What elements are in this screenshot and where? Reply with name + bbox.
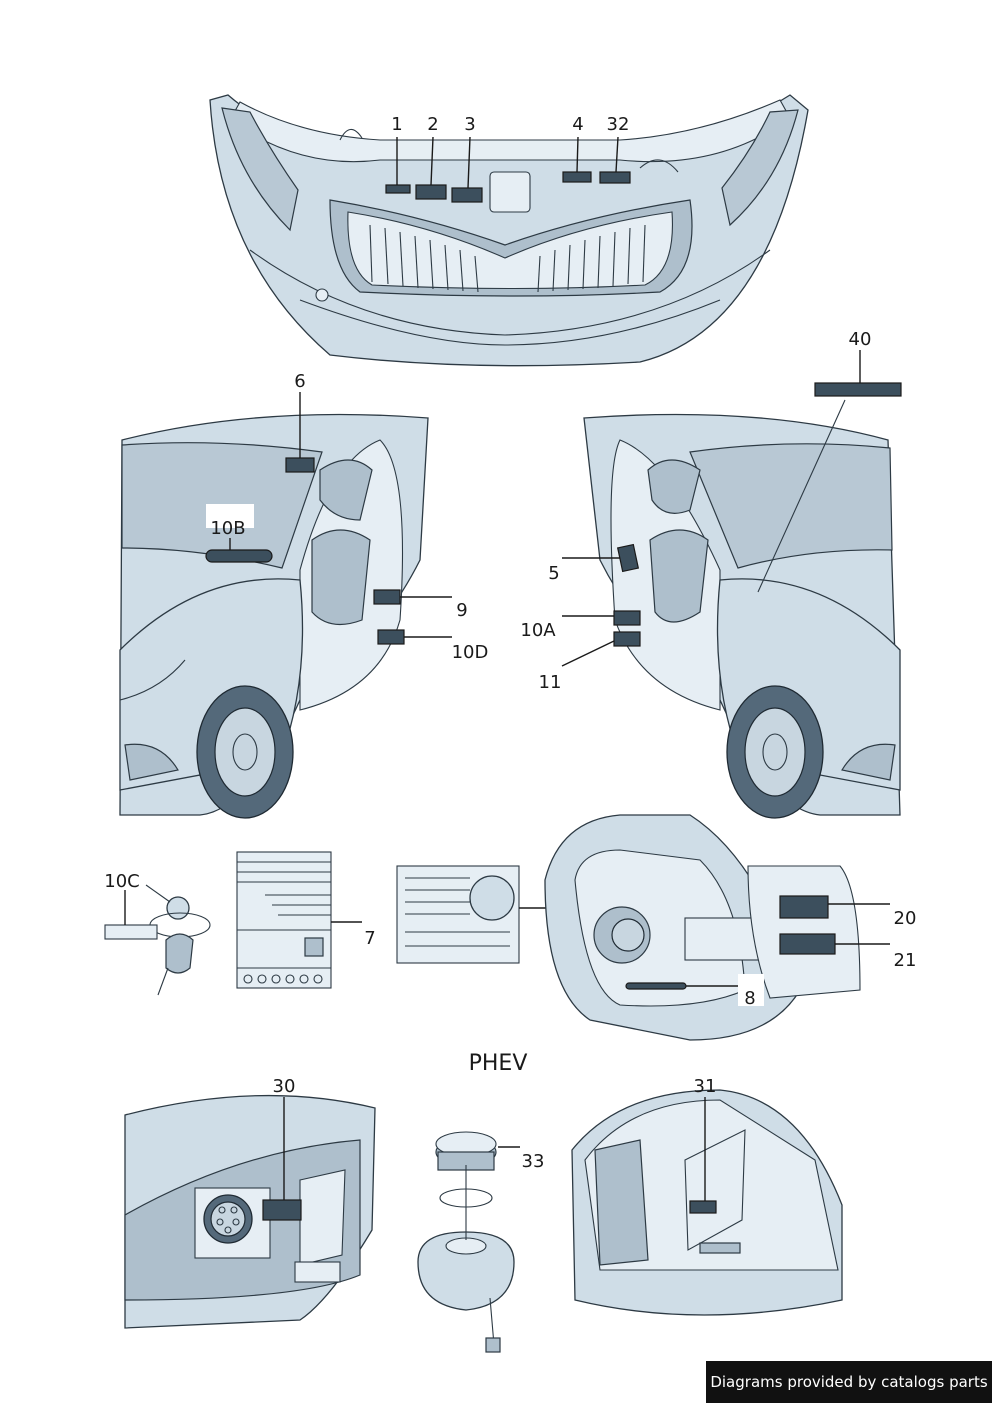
label-11 — [613, 631, 641, 647]
label-6 — [285, 457, 315, 473]
front-bumper-illustration — [209, 94, 809, 367]
callout-40: 40 — [849, 329, 872, 350]
callout-group-right-car: 40 5 10A 11 — [520, 329, 902, 693]
callout-4: 4 — [572, 114, 583, 135]
right-car-illustration — [583, 399, 901, 819]
callout-9: 9 — [456, 600, 467, 621]
callout-20: 20 — [894, 908, 917, 929]
callout-8: 8 — [744, 988, 755, 1009]
label-9 — [373, 589, 401, 605]
callout-10D: 10D — [452, 642, 489, 663]
callout-32: 32 — [607, 114, 630, 135]
left-car-illustration — [119, 413, 429, 819]
footer-credit: Diagrams provided by catalogs parts — [706, 1361, 992, 1403]
label-10D — [377, 629, 405, 645]
label-10B-backing — [206, 504, 254, 528]
section-label-phev: PHEV — [469, 1051, 528, 1076]
label-10A — [613, 610, 641, 626]
callout-1: 1 — [391, 114, 402, 135]
label-40 — [814, 382, 902, 397]
callout-31: 31 — [694, 1076, 717, 1097]
label-20 — [779, 895, 829, 919]
callout-21: 21 — [894, 950, 917, 971]
key-illustration: 10C — [104, 871, 211, 996]
coolant-reservoir-illustration: 33 — [417, 1131, 545, 1353]
label-32 — [599, 171, 631, 184]
label-8-backing — [738, 974, 764, 1006]
callout-30: 30 — [273, 1076, 296, 1097]
label-10B — [205, 549, 273, 563]
callout-6: 6 — [294, 371, 305, 392]
label-2 — [415, 184, 447, 200]
fuel-flap-illustration: 20 21 8 — [544, 814, 917, 1041]
callout-10B: 10B — [210, 518, 245, 539]
label-30 — [262, 1199, 302, 1221]
label-10C — [104, 924, 158, 940]
data-sticker-illustration: 10 — [396, 865, 569, 964]
luggage-compartment-illustration: 31 — [571, 1076, 843, 1316]
label-8 — [625, 982, 687, 990]
label-4 — [562, 171, 592, 183]
callout-5: 5 — [548, 563, 559, 584]
label-21 — [779, 933, 836, 955]
callout-11: 11 — [539, 672, 562, 693]
label-3 — [451, 187, 483, 203]
callout-group-front: 1 2 3 4 32 — [385, 114, 631, 203]
callout-10A: 10A — [520, 620, 556, 641]
label-1 — [385, 184, 411, 194]
callout-group-left-car: 6 10B 9 10D — [205, 371, 489, 663]
label-5 — [616, 543, 640, 573]
service-booklet-illustration: 7 — [236, 851, 376, 989]
charging-port-illustration: 30 — [124, 1076, 376, 1329]
callout-7: 7 — [364, 928, 375, 949]
label-31 — [689, 1200, 717, 1214]
callout-3: 3 — [464, 114, 475, 135]
callout-33: 33 — [522, 1151, 545, 1172]
callout-2: 2 — [427, 114, 438, 135]
callout-10C: 10C — [104, 871, 139, 892]
